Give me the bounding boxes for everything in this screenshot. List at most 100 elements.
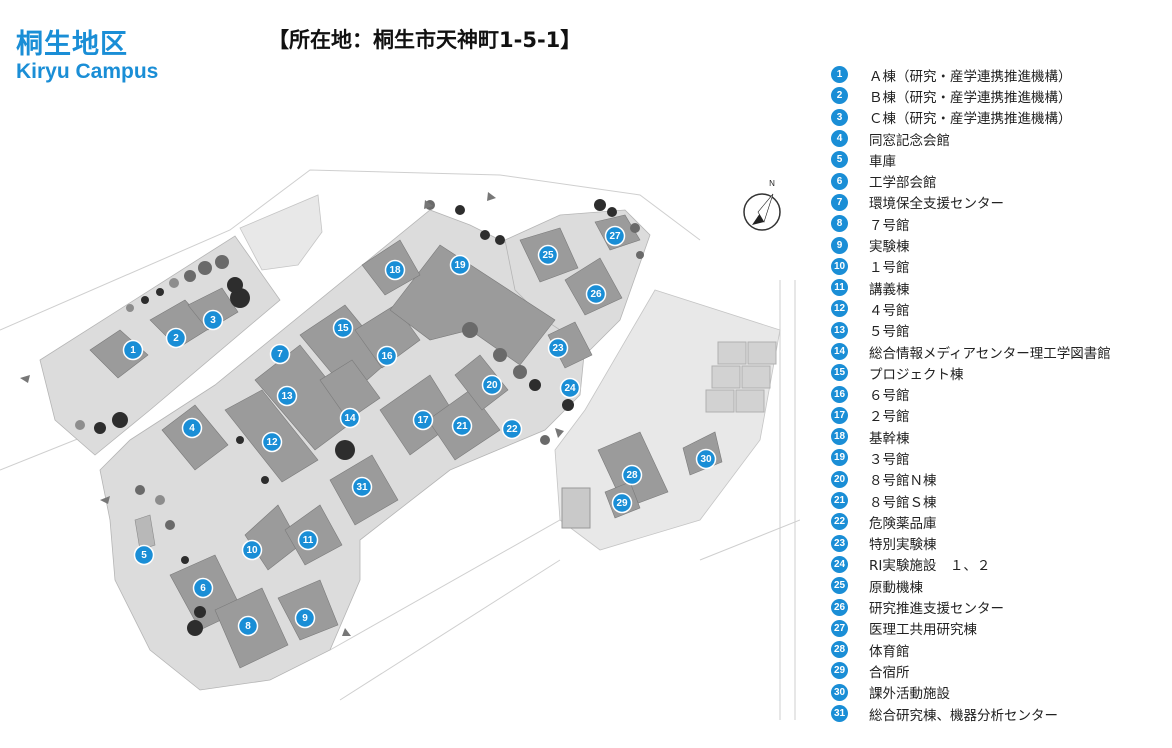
marker-circle [237, 615, 259, 637]
legend-item: 9 実験棟 [831, 234, 1167, 255]
legend-number-badge: 16 [831, 385, 848, 403]
marker-number: 7 [277, 349, 283, 360]
building-marker-10: 10 [241, 539, 263, 561]
legend-label: 車庫 [869, 153, 896, 170]
marker-circle [181, 417, 203, 439]
marker-number: 11 [303, 535, 314, 546]
marker-circle [537, 244, 559, 266]
legend-number-badge: 3 [831, 108, 848, 126]
legend-item: 5 車庫 [831, 149, 1167, 170]
legend-item: 18 基幹棟 [831, 426, 1167, 447]
pool [561, 487, 591, 529]
marker-number: 28 [626, 470, 638, 481]
legend-number-badge: 10 [831, 257, 848, 275]
legend-number-badge: 25 [831, 577, 848, 595]
legend-number-badge: 2 [831, 87, 848, 105]
building-marker-19: 19 [449, 254, 471, 276]
legend-number-badge: 17 [831, 406, 848, 424]
marker-number: 6 [200, 583, 206, 594]
marker-circle [122, 339, 144, 361]
marker-number: 23 [552, 343, 564, 354]
legend-label: 原動機棟 [869, 579, 923, 596]
marker-number: 15 [337, 323, 349, 334]
legend-item: 12 ４号館 [831, 298, 1167, 319]
legend-label: ４号館 [869, 302, 910, 319]
marker-number: 13 [281, 391, 293, 402]
legend-number-badge: 12 [831, 300, 848, 318]
compass-north-label: N [769, 179, 775, 188]
marker-number: 14 [344, 413, 356, 424]
building-marker-5: 5 [133, 544, 155, 566]
legend-label: 実験棟 [869, 239, 910, 256]
marker-circle [611, 492, 633, 514]
legend-number-badge: 15 [831, 364, 848, 382]
legend-number-badge: 5 [831, 151, 848, 169]
marker-circle [547, 337, 569, 359]
marker-circle [384, 259, 406, 281]
legend-label: 医理工共用研究棟 [869, 622, 977, 639]
building-marker-8: 8 [237, 615, 259, 637]
building-marker-7: 7 [269, 343, 291, 365]
legend-item: 27 医理工共用研究棟 [831, 618, 1167, 639]
building-marker-13: 13 [276, 385, 298, 407]
campus-title-ja: 桐生地区 [16, 29, 128, 60]
legend-label: 工学部会館 [869, 175, 937, 192]
legend-label: 基幹棟 [869, 430, 910, 447]
marker-number: 10 [246, 545, 258, 556]
marker-circle [501, 418, 523, 440]
marker-number: 18 [389, 265, 401, 276]
marker-circle [297, 529, 319, 551]
legend-number-badge: 23 [831, 534, 848, 552]
legend-label: プロジェクト棟 [869, 366, 964, 383]
marker-number: 31 [356, 482, 368, 493]
building-marker-2: 2 [165, 327, 187, 349]
marker-number: 5 [141, 550, 147, 561]
marker-number: 4 [189, 423, 195, 434]
legend-label: 総合研究棟、機器分析センター [869, 707, 1058, 724]
legend-number-badge: 11 [831, 279, 848, 297]
marker-circle [165, 327, 187, 349]
marker-number: 19 [454, 260, 466, 271]
building-marker-14: 14 [339, 407, 361, 429]
legend-item: 2 Ｂ棟（研究・産学連携推進機構） [831, 85, 1167, 106]
legend-number-badge: 18 [831, 428, 848, 446]
legend-label: Ｂ棟（研究・産学連携推進機構） [869, 89, 1072, 106]
legend-label: RI実験施設 １、２ [869, 558, 991, 575]
building-marker-3: 3 [202, 309, 224, 331]
building-marker-29: 29 [611, 492, 633, 514]
building-marker-23: 23 [547, 337, 569, 359]
legend-number-badge: 26 [831, 598, 848, 616]
marker-circle [351, 476, 373, 498]
marker-circle [276, 385, 298, 407]
legend-label: 同窓記念会館 [869, 132, 950, 149]
marker-circle [261, 431, 283, 453]
marker-circle [133, 544, 155, 566]
legend-number-badge: 14 [831, 343, 848, 360]
legend-label: ８号館Ｎ棟 [869, 473, 937, 490]
marker-circle [332, 317, 354, 339]
marker-number: 21 [456, 421, 468, 432]
building-marker-12: 12 [261, 431, 283, 453]
tennis-courts [705, 341, 777, 413]
legend-label: Ａ棟（研究・産学連携推進機構） [869, 68, 1072, 85]
parking-lot-north [239, 194, 323, 271]
legend-number-badge: 9 [831, 236, 848, 254]
building-marker-24: 24 [559, 377, 581, 399]
legend-label: ８号館Ｓ棟 [869, 494, 937, 511]
building-marker-18: 18 [384, 259, 406, 281]
legend-item: 25 原動機棟 [831, 575, 1167, 596]
legend-number-badge: 27 [831, 619, 848, 637]
